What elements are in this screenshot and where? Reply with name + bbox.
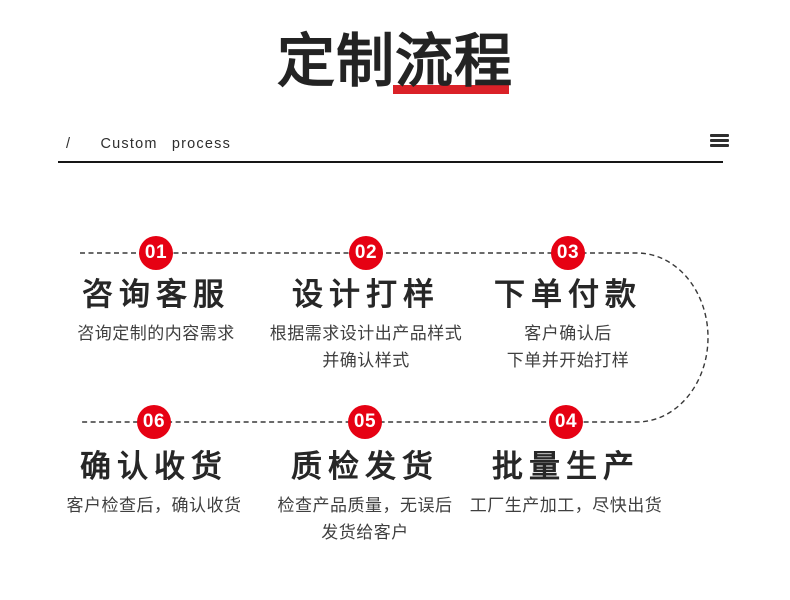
step-number-badge: 03 [551,236,585,270]
step-description: 工厂生产加工，尽快出货 [446,492,686,519]
step-description: 咨询定制的内容需求 [36,320,276,347]
step-description-line: 下单并开始打样 [506,351,630,370]
header-divider [58,161,723,163]
process-step-1: 01 咨询客服 咨询定制的内容需求 [36,236,276,347]
process-step-4: 04 批量生产 工厂生产加工，尽快出货 [446,405,686,519]
process-step-3: 03 下单付款 客户确认后 下单并开始打样 [448,236,688,374]
process-step-5: 05 质检发货 检查产品质量，无误后 发货给客户 [245,405,485,546]
subtitle-slash: / [66,136,72,152]
step-title: 质检发货 [291,449,439,484]
step-description-line: 根据需求设计出产品样式 [269,324,463,343]
process-step-2: 02 设计打样 根据需求设计出产品样式 并确认样式 [246,236,486,374]
page-title: 定制流程 [0,33,790,91]
hamburger-menu-icon [710,134,729,150]
step-number-badge: 05 [348,405,382,439]
step-description-line: 咨询定制的内容需求 [77,324,235,343]
step-number-badge: 01 [139,236,173,270]
step-number-badge: 06 [137,405,171,439]
step-description: 客户检查后，确认收货 [34,492,274,519]
step-description-line: 并确认样式 [322,351,410,370]
menu-bar [710,144,729,148]
step-description-line: 工厂生产加工，尽快出货 [469,496,663,515]
step-description-line: 检查产品质量，无误后 [277,496,453,515]
step-title: 咨询客服 [82,277,230,312]
step-description-line: 客户确认后 [524,324,612,343]
step-description-line: 客户检查后，确认收货 [66,496,242,515]
step-description-line: 发货给客户 [321,523,409,542]
step-description: 检查产品质量，无误后 发货给客户 [245,492,485,546]
subtitle: / Custom process [58,136,231,152]
subtitle-text: Custom process [100,136,232,152]
menu-bar [710,139,729,143]
page-title-plain: 定制 [276,29,395,94]
step-number-badge: 02 [349,236,383,270]
step-description: 根据需求设计出产品样式 并确认样式 [246,320,486,374]
step-number-badge: 04 [549,405,583,439]
step-title: 下单付款 [494,277,642,312]
process-step-6: 06 确认收货 客户检查后，确认收货 [34,405,274,519]
step-title: 批量生产 [492,449,640,484]
step-title: 确认收货 [80,449,228,484]
step-title: 设计打样 [292,277,440,312]
page-title-highlighted: 流程 [395,29,514,94]
step-description: 客户确认后 下单并开始打样 [448,320,688,374]
menu-bar [710,134,729,137]
